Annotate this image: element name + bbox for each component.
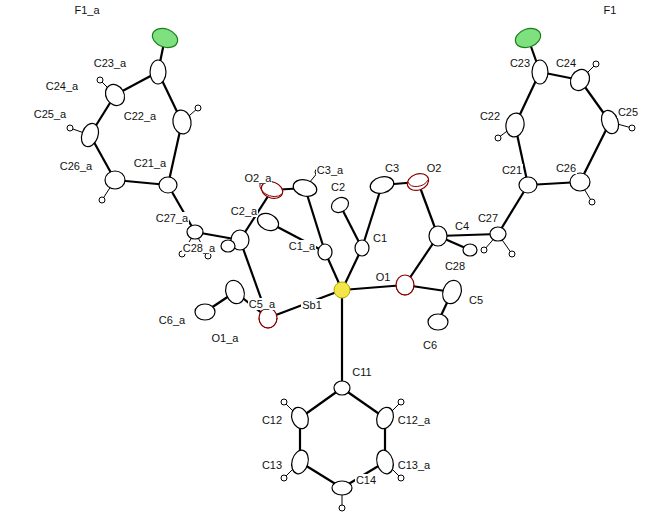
atom-label: C5_a [248,298,276,310]
atom-label: C22 [479,110,501,122]
atom-label: F1 [603,4,618,16]
hydrogen-atoms [67,61,635,511]
atom-label: C25 [617,106,639,118]
atom-label: C11 [351,366,372,378]
atom-label: O1 [375,271,392,283]
atom-label: C27_a [155,212,189,224]
atom-label: C3 [384,162,400,174]
atom-label: O2 [426,162,443,174]
atom-label: C6_a [158,314,186,326]
atom-label: C4 [454,220,470,232]
atom-label: C1 [372,232,388,244]
atom-label: C12 [261,414,283,426]
atom-label: C6 [422,339,438,351]
atom-label: C22_a [123,110,157,122]
atom-label: C2 [330,181,346,193]
atom-label: C1_a [288,240,316,252]
atom-label: C24_a [45,80,79,92]
atom-label: C28 [444,260,466,272]
atom-label: C21_a [133,157,167,169]
atom-label: C21 [501,164,523,176]
atom-label: O1_a [211,332,240,344]
bond-lines [90,38,610,488]
atom-label: C13_a [397,459,431,471]
atom-label: C14 [355,474,377,486]
atom-label: C27 [477,212,499,224]
carbon-ellipsoids [78,60,621,495]
atom-label: C2_a [230,205,258,217]
hydrogen-bonds [70,64,632,508]
atom-label: C26_a [59,160,93,172]
atom-label: O2_a [244,172,273,184]
atom-label: C23 [509,57,531,69]
antimony-atom [334,282,350,298]
oxygen-ellipsoids [259,171,431,328]
atom-label: C28_a [182,242,216,254]
atom-label: Sb1 [301,299,323,311]
atom-label: C13 [261,459,283,471]
atom-label: F1_a [73,4,100,16]
atom-label: C24 [555,57,577,69]
atom-label: C5 [468,294,484,306]
atom-label: C12_a [397,414,431,426]
atom-label: C25_a [33,108,67,120]
atom-label: C26 [555,162,577,174]
atom-label: C23_a [93,57,127,69]
atom-label: C3_a [316,164,344,176]
fluorine-ellipsoids [150,25,544,51]
oxygen-octants [259,180,428,328]
